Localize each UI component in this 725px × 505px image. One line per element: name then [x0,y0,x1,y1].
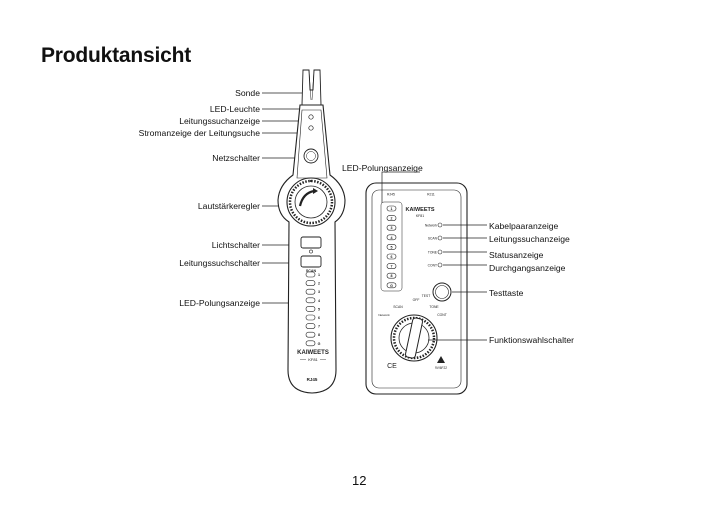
label-stromanzeige: Stromanzeige der Leitungsuche [138,128,260,138]
indicator-network: Network [425,224,437,228]
dial-cont: CONT [437,313,447,317]
label-sonde: Sonde [235,88,260,98]
transmitter-led-number: 7 [391,265,393,269]
probe-led-number: 6 [318,316,320,320]
label-leitungssuchanzeige-right: Leitungssuchanzeige [489,234,570,244]
probe-led [305,323,316,329]
label-led-polungsanzeige-right: LED-Polungsanzeige [342,163,423,173]
probe-led-number: 5 [318,307,320,311]
label-leitungssuchschalter: Leitungssuchschalter [179,258,260,268]
battery-label: 9V/6F22 [435,366,447,370]
probe-device: SCAN 1 2 3 4 5 6 7 8G KAIWEETS KF81 RJ45 [277,69,346,394]
label-lautstaerkeregler: Lautstärkeregler [197,201,260,211]
transmitter-led [386,272,397,279]
probe-led-number: 8 [318,333,320,337]
probe-led [305,288,316,295]
probe-led-number: 4 [318,299,320,303]
probe-led [305,340,316,347]
probe-led [305,271,316,278]
dial-off: OFF [413,298,420,302]
probe-led [305,280,316,286]
probe-led-number: 3 [318,290,320,294]
transmitter-led [386,253,397,260]
indicator-tone: TONE [428,251,438,255]
probe-led-number: 7 [318,325,320,329]
dial-tone: TONE [429,305,439,309]
dial-scan: SCAN [393,305,403,309]
transmitter-led-number: 1 [391,207,393,211]
transmitter-led-number: 4 [391,236,393,240]
transmitter-brand: KAIWEETS [405,207,434,213]
transmitter-led-number: 6 [391,255,393,259]
label-statusanzeige: Statusanzeige [489,250,544,260]
indicator-cont: CONT [428,264,437,268]
transmitter-led [386,224,397,231]
transmitter-led-number: G [390,284,393,288]
label-durchgangsanzeige: Durchgangsanzeige [489,263,566,273]
transmitter-rj45: RJ45 [387,193,395,197]
probe-led [305,314,316,321]
probe-led [305,297,316,304]
label-funktionswahlschalter: Funktionswahlschalter [489,335,575,345]
transmitter-led-number: 2 [391,217,393,221]
probe-model: KF81 [308,357,318,362]
transmitter-led [386,244,397,250]
ce-mark: CE [387,363,397,370]
transmitter-led [386,215,397,221]
dial-network: Network [378,313,390,317]
label-kabelpaaranzeige: Kabelpaaranzeige [489,221,559,231]
transmitter-rj11: RJ11 [427,193,435,197]
transmitter-led [386,263,397,269]
svg-text:SCAN: SCAN [306,269,317,273]
label-leitungssuchanzeige-left: Leitungssuchanzeige [179,116,260,126]
label-led-leuchte: LED-Leuchte [209,104,260,114]
transmitter-led-number: 3 [391,226,393,230]
probe-brand: KAIWEETS [297,350,329,356]
transmitter-led-number: 5 [391,245,393,249]
transmitter-led [386,205,397,212]
test-button-text: TEST [422,294,430,298]
label-netzschalter: Netzschalter [212,153,260,163]
transmitter-led [386,234,397,241]
label-testtaste: Testtaste [489,288,524,298]
probe-led-number: 2 [318,282,320,286]
label-lichtschalter: Lichtschalter [211,240,260,250]
probe-led-number: 1 [318,273,320,277]
label-led-polungsanzeige-left: LED-Polungsanzeige [179,298,260,308]
page-title: Produktansicht [41,44,192,67]
indicator-scan: SCAN [428,237,438,241]
transmitter-led-number: 8 [391,274,393,278]
leader-lines-right [381,171,487,341]
probe-rj45-label: RJ45 [307,377,318,382]
transmitter-model: KF81 [416,214,424,218]
page-number: 12 [352,473,367,488]
transmitter-device: RJ45 RJ11 KAIWEETS KF81 1 2 3 4 5 6 7 8G Networ… [365,182,468,395]
probe-led [305,306,316,312]
transmitter-led [386,282,397,289]
probe-led [305,331,316,338]
probe-led-number: G [318,342,321,346]
